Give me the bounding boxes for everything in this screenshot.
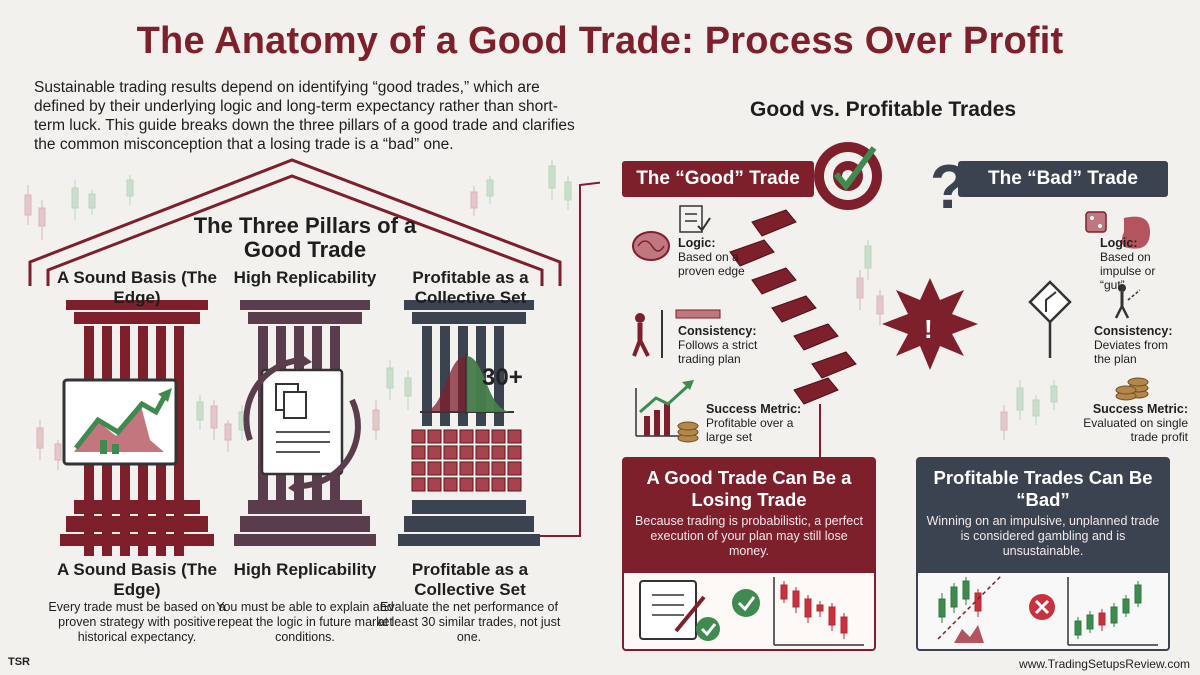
- bad-metric-text: Evaluated on single trade profit: [1083, 416, 1188, 444]
- staircase-path: [729, 209, 857, 405]
- bad-card-title: Profitable Trades Can Be “Bad”: [933, 467, 1153, 510]
- good-metric-label: Success Metric:: [706, 402, 802, 416]
- document-cycle-icon: [243, 350, 361, 498]
- pillar-2-description: You must be able to explain and repeat t…: [216, 600, 394, 644]
- good-consistency-label: Consistency:: [678, 324, 757, 338]
- pillar-1-name: A Sound Basis (The Edge): [57, 560, 217, 599]
- good-card-description: Because trading is probabilistic, a perf…: [635, 514, 863, 558]
- bad-metric-block: Success Metric: Evaluated on single trad…: [1068, 402, 1188, 444]
- stomach-icon: [1121, 216, 1150, 249]
- comparison-title: Good vs. Profitable Trades: [750, 98, 1017, 121]
- ruler-icon: [675, 309, 721, 319]
- good-card-illustration: [639, 577, 864, 646]
- pillar-3-description: Evaluate the net performance of at least…: [377, 600, 561, 644]
- comparison-illustrations: ?: [632, 142, 1150, 457]
- pillar-3: [398, 300, 540, 546]
- impulsive-candles-chart: [937, 574, 1003, 643]
- bad-logic-text: Based on impulse or “gut”: [1100, 250, 1156, 292]
- good-metric-block: Success Metric: Profitable over a large …: [706, 402, 811, 444]
- bad-consistency-label: Consistency:: [1094, 324, 1173, 338]
- bad-logic-label: Logic:: [1100, 236, 1138, 250]
- brain-icon: [632, 231, 670, 261]
- checklist-icon: [679, 205, 711, 233]
- good-trade-banner-text: The “Good” Trade: [636, 168, 800, 189]
- x-circle-icon: [1029, 594, 1055, 620]
- bad-card-header: [918, 459, 1168, 573]
- footer-website[interactable]: www.TradingSetupsReview.com: [1019, 657, 1190, 671]
- intro-paragraph: Sustainable trading results depend on id…: [34, 79, 575, 153]
- svg-text:!: !: [924, 314, 933, 344]
- wandering-walker-icon: [1114, 284, 1141, 319]
- good-logic-label: Logic:: [678, 236, 716, 250]
- good-logic-text: Based on a proven edge: [678, 250, 745, 278]
- page-title: The Anatomy of a Good Trade: Process Ove…: [136, 20, 1064, 62]
- winning-candles-chart: [1067, 577, 1158, 646]
- plan-document-icon: [639, 580, 706, 640]
- pillar-2-name: High Replicability: [233, 560, 377, 579]
- bad-metric-label: Success Metric:: [1092, 402, 1188, 416]
- explosion-icon: !: [882, 278, 978, 370]
- coins-icon: [677, 421, 699, 443]
- profitable-bad-card: Profitable Trades Can Be “Bad” Winning o…: [916, 457, 1170, 651]
- badge-30-plus: 30+: [482, 364, 523, 391]
- road-sign-icon: [1028, 280, 1072, 358]
- good-trade-banner: The “Good” Trade: [622, 161, 814, 197]
- distribution-curve-icon: [420, 354, 514, 414]
- good-metric-text: Profitable over a large set: [706, 416, 794, 444]
- pillar-2-top-label: High Replicability: [233, 268, 377, 287]
- pillar-1-description: Every trade must be based on a proven st…: [48, 600, 226, 644]
- check-circle-icon: [696, 617, 720, 641]
- pillar-3-name: Profitable as a Collective Set: [411, 560, 529, 599]
- question-mark-icon: ?: [930, 153, 968, 222]
- bad-consistency-block: Consistency: Deviates from the plan: [1094, 324, 1188, 366]
- bad-card-illustration: [937, 574, 1158, 646]
- dice-icon: [1085, 211, 1107, 233]
- good-trade-losing-card: A Good Trade Can Be a Losing Trade Becau…: [622, 457, 876, 651]
- good-logic-block: Logic: Based on a proven edge: [678, 236, 758, 278]
- good-consistency-text: Follows a strict trading plan: [678, 338, 758, 366]
- good-consistency-block: Consistency: Follows a strict trading pl…: [678, 324, 768, 366]
- pillars-heading: The Three Pillars of a Good Trade: [193, 213, 417, 262]
- pillar-1-top-label: A Sound Basis (The Edge): [57, 268, 217, 307]
- bad-card-description: Winning on an impulsive, unplanned trade…: [926, 514, 1160, 558]
- losing-candles-chart: [773, 577, 864, 646]
- pillars-illustration: [28, 158, 600, 556]
- bad-logic-block: Logic: Based on impulse or “gut”: [1100, 236, 1180, 292]
- coins-icon-bad: [1115, 377, 1149, 401]
- good-card-header: [624, 459, 874, 573]
- good-card-title: A Good Trade Can Be a Losing Trade: [646, 467, 852, 510]
- walker-icon: [632, 310, 663, 358]
- check-circle-icon-large: [732, 589, 760, 617]
- trend-chart-icon: [62, 378, 178, 466]
- trade-boxes-grid: [411, 429, 522, 492]
- pillar-3-top-label: Profitable as a Collective Set: [412, 268, 529, 307]
- target-icon: [814, 142, 882, 210]
- crash-debris-icon: [954, 625, 984, 643]
- bad-consistency-text: Deviates from the plan: [1094, 338, 1169, 366]
- bad-trade-banner-text: The “Bad” Trade: [988, 168, 1138, 189]
- bad-trade-banner: The “Bad” Trade: [958, 161, 1168, 197]
- connector-line: [540, 181, 600, 537]
- roof-outline: [28, 158, 562, 286]
- footer-logo: TSR: [8, 656, 30, 668]
